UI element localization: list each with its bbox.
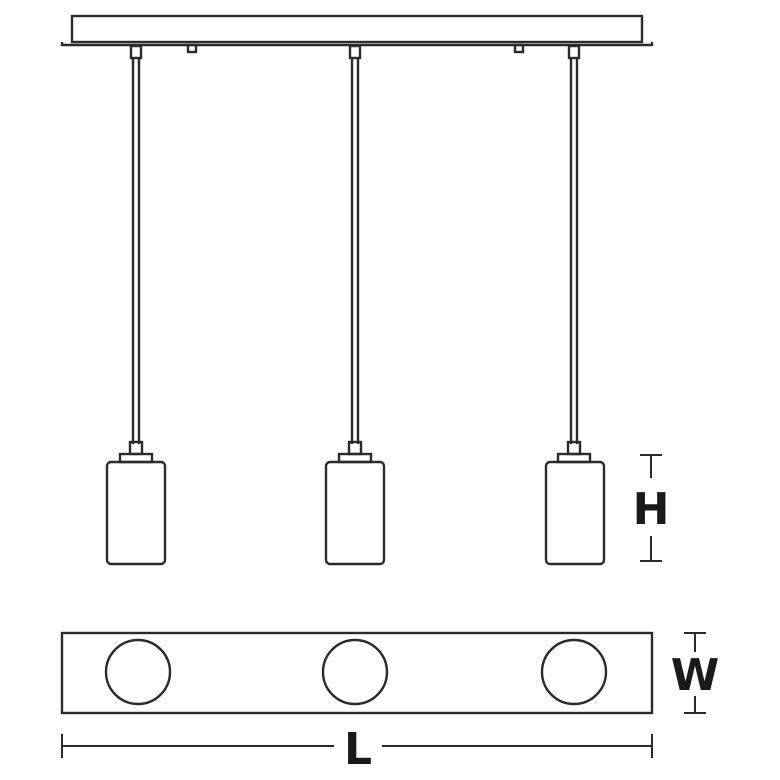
glass-shade [544,460,606,566]
cord-grip [567,44,581,60]
front-elevation: H [60,14,670,566]
mounting-screw [513,43,525,54]
shade-plan-left [104,638,172,706]
mounting-screw [186,43,198,54]
cord-grip [348,44,362,60]
pendant-center [324,44,386,566]
cord-grip [129,44,143,60]
glass-shade [324,460,386,566]
top-view: W L [60,631,720,775]
pendant-left [105,44,167,566]
height-label: H [633,484,670,535]
canopy-plan [60,631,654,715]
length-dimension: L [61,724,653,775]
length-label: L [344,724,372,775]
height-dimension: H [633,454,670,562]
width-label: W [671,650,720,701]
shade-plan-center [321,638,389,706]
shade-plan-right [540,638,608,706]
pendant-right [544,44,606,566]
glass-shade [105,460,167,566]
width-dimension: W [671,632,720,714]
